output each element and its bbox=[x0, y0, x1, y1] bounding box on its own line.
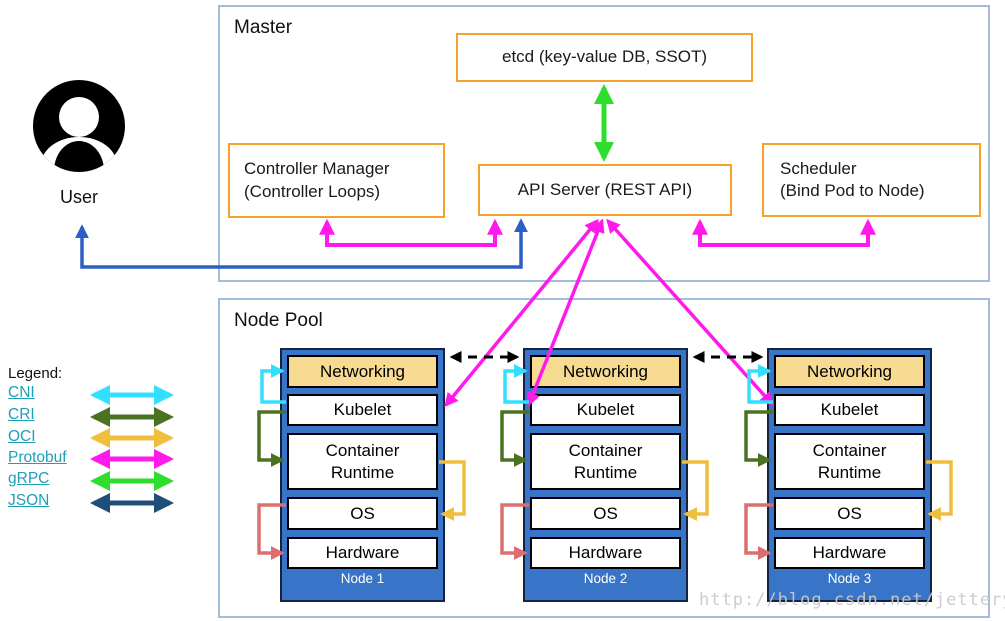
node-1-layer-os: OS bbox=[287, 497, 438, 530]
node-3-layer-networking: Networking bbox=[774, 355, 925, 388]
node-3-layer-hardware: Hardware bbox=[774, 537, 925, 569]
node-2-layer-networking: Networking bbox=[530, 355, 681, 388]
node-3-layer-kubelet: Kubelet bbox=[774, 394, 925, 426]
legend-title: Legend: bbox=[8, 365, 63, 382]
scheduler-box: Scheduler (Bind Pod to Node) bbox=[762, 143, 981, 217]
controller-manager-box: Controller Manager (Controller Loops) bbox=[228, 143, 445, 218]
node-1: Networking Kubelet Container Runtime OS … bbox=[280, 348, 445, 602]
node-1-name: Node 1 bbox=[340, 571, 385, 586]
etcd-box: etcd (key-value DB, SSOT) bbox=[456, 33, 753, 82]
node-2: Networking Kubelet Container Runtime OS … bbox=[523, 348, 688, 602]
legend-link-json[interactable]: JSON bbox=[8, 492, 50, 509]
node-3-layer-os: OS bbox=[774, 497, 925, 530]
legend-link-cri[interactable]: CRI bbox=[8, 406, 35, 423]
node-3-name: Node 3 bbox=[827, 571, 872, 586]
scheduler-line1: Scheduler bbox=[780, 158, 857, 178]
watermark-text: http://blog.csdn.net/jettery bbox=[699, 590, 1005, 610]
etcd-label: etcd (key-value DB, SSOT) bbox=[501, 47, 707, 67]
node-1-layer-hardware: Hardware bbox=[287, 537, 438, 569]
legend-link-grpc[interactable]: gRPC bbox=[8, 470, 50, 487]
node-2-name: Node 2 bbox=[583, 571, 628, 586]
node-1-layer-kubelet: Kubelet bbox=[287, 394, 438, 426]
node-1-layer-networking: Networking bbox=[287, 355, 438, 388]
node-1-layer-container-runtime: Container Runtime bbox=[287, 433, 438, 490]
legend-link-cni[interactable]: CNI bbox=[8, 384, 35, 401]
controller-manager-line2: (Controller Loops) bbox=[244, 181, 381, 201]
scheduler-line2: (Bind Pod to Node) bbox=[780, 181, 925, 200]
node-2-layer-hardware: Hardware bbox=[530, 537, 681, 569]
node-pool-title: Node Pool bbox=[234, 310, 323, 331]
node-2-layer-container-runtime: Container Runtime bbox=[530, 433, 681, 490]
node-3-layer-container-runtime: Container Runtime bbox=[774, 433, 925, 490]
user-label: User bbox=[59, 187, 98, 207]
node-2-layer-os: OS bbox=[530, 497, 681, 530]
master-title: Master bbox=[234, 17, 293, 38]
node-3: Networking Kubelet Container Runtime OS … bbox=[767, 348, 932, 602]
legend-link-protobuf[interactable]: Protobuf bbox=[8, 449, 67, 466]
legend-link-oci[interactable]: OCI bbox=[8, 428, 36, 445]
api-server-box: API Server (REST API) bbox=[478, 164, 732, 216]
user-icon bbox=[33, 80, 125, 172]
api-server-label: API Server (REST API) bbox=[517, 179, 693, 199]
controller-manager-line1: Controller Manager bbox=[244, 159, 390, 179]
node-2-layer-kubelet: Kubelet bbox=[530, 394, 681, 426]
